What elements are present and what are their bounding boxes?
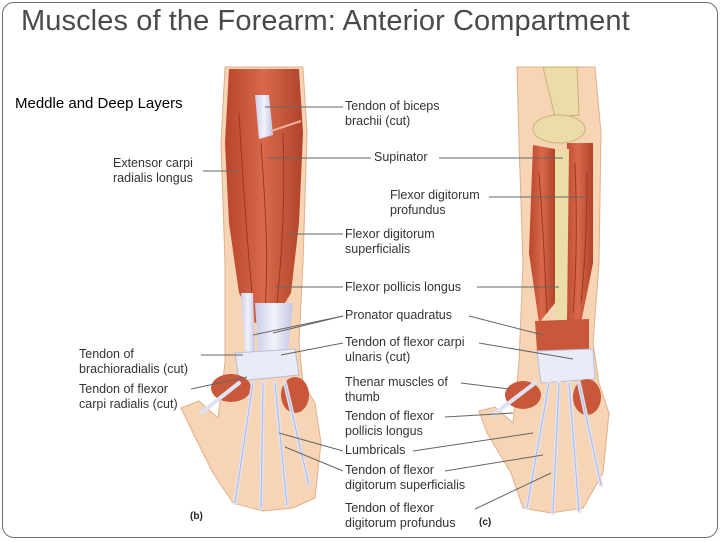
- label-flexor-carpi-radialis-tendon: Tendon of flexor carpi radialis (cut): [79, 382, 178, 412]
- label-flexor-pollicis-longus-tendon: Tendon of flexor pollicis longus: [345, 409, 434, 439]
- label-line: brachioradialis (cut): [79, 362, 189, 376]
- label-flexor-digitorum-profundus: Flexor digitorum profundus: [390, 188, 480, 218]
- label-flexor-digitorum-superficialis: Flexor digitorum superficialis: [345, 227, 435, 257]
- label-flexor-digitorum-superficialis-tendon: Tendon of flexor digitorum superficialis: [345, 463, 465, 493]
- page-title: Muscles of the Forearm: Anterior Compart…: [21, 5, 630, 37]
- page-subtitle: Meddle and Deep Layers: [15, 95, 183, 112]
- label-line: profundus: [390, 203, 446, 217]
- label-extensor-carpi-radialis-longus: Extensor carpi radialis longus: [113, 156, 193, 186]
- label-line: Thenar muscles of: [345, 375, 448, 389]
- label-lumbricals: Lumbricals: [345, 443, 405, 458]
- label-flexor-digitorum-profundus-tendon: Tendon of flexor digitorum profundus: [345, 501, 455, 531]
- label-line: Tendon of flexor: [345, 409, 434, 423]
- figure-letter-c: (c): [479, 517, 492, 528]
- label-line: digitorum superficialis: [345, 478, 466, 492]
- label-line: brachii (cut): [345, 114, 411, 128]
- label-line: Tendon of flexor: [345, 501, 434, 515]
- left-forearm-figure: [180, 66, 322, 512]
- label-line: Tendon of flexor: [345, 463, 434, 477]
- label-thenar-muscles: Thenar muscles of thumb: [345, 375, 448, 405]
- label-line: Supinator: [374, 150, 428, 164]
- label-line: ulnaris (cut): [345, 350, 411, 364]
- label-line: Tendon of biceps: [345, 99, 440, 113]
- label-line: digitorum profundus: [345, 516, 456, 530]
- label-line: Tendon of: [79, 347, 134, 361]
- label-line: Lumbricals: [345, 443, 406, 457]
- label-supinator: Supinator: [374, 150, 428, 165]
- label-brachioradialis-tendon: Tendon of brachioradialis (cut): [79, 347, 188, 377]
- label-line: Flexor digitorum: [345, 227, 435, 241]
- label-line: Pronator quadratus: [345, 308, 453, 322]
- forearm-illustration: [180, 66, 610, 515]
- label-line: carpi radialis (cut): [79, 397, 178, 411]
- label-flexor-carpi-ulnaris-tendon: Tendon of flexor carpi ulnaris (cut): [345, 335, 465, 365]
- label-line: superficialis: [345, 242, 411, 256]
- label-line: Tendon of flexor: [79, 382, 168, 396]
- label-pronator-quadratus: Pronator quadratus: [345, 308, 452, 323]
- leader-lines: [190, 106, 587, 510]
- label-line: Tendon of flexor carpi: [345, 335, 465, 349]
- figure-letter-b: (b): [190, 511, 203, 522]
- label-line: radialis longus: [113, 171, 193, 185]
- label-line: pollicis longus: [345, 424, 423, 438]
- label-biceps-tendon: Tendon of biceps brachii (cut): [345, 99, 440, 129]
- label-line: Flexor digitorum: [390, 188, 480, 202]
- label-line: thumb: [345, 390, 380, 404]
- label-line: Extensor carpi: [113, 156, 193, 170]
- label-flexor-pollicis-longus: Flexor pollicis longus: [345, 280, 461, 295]
- right-forearm-figure: [478, 66, 610, 515]
- label-line: Flexor pollicis longus: [345, 280, 462, 294]
